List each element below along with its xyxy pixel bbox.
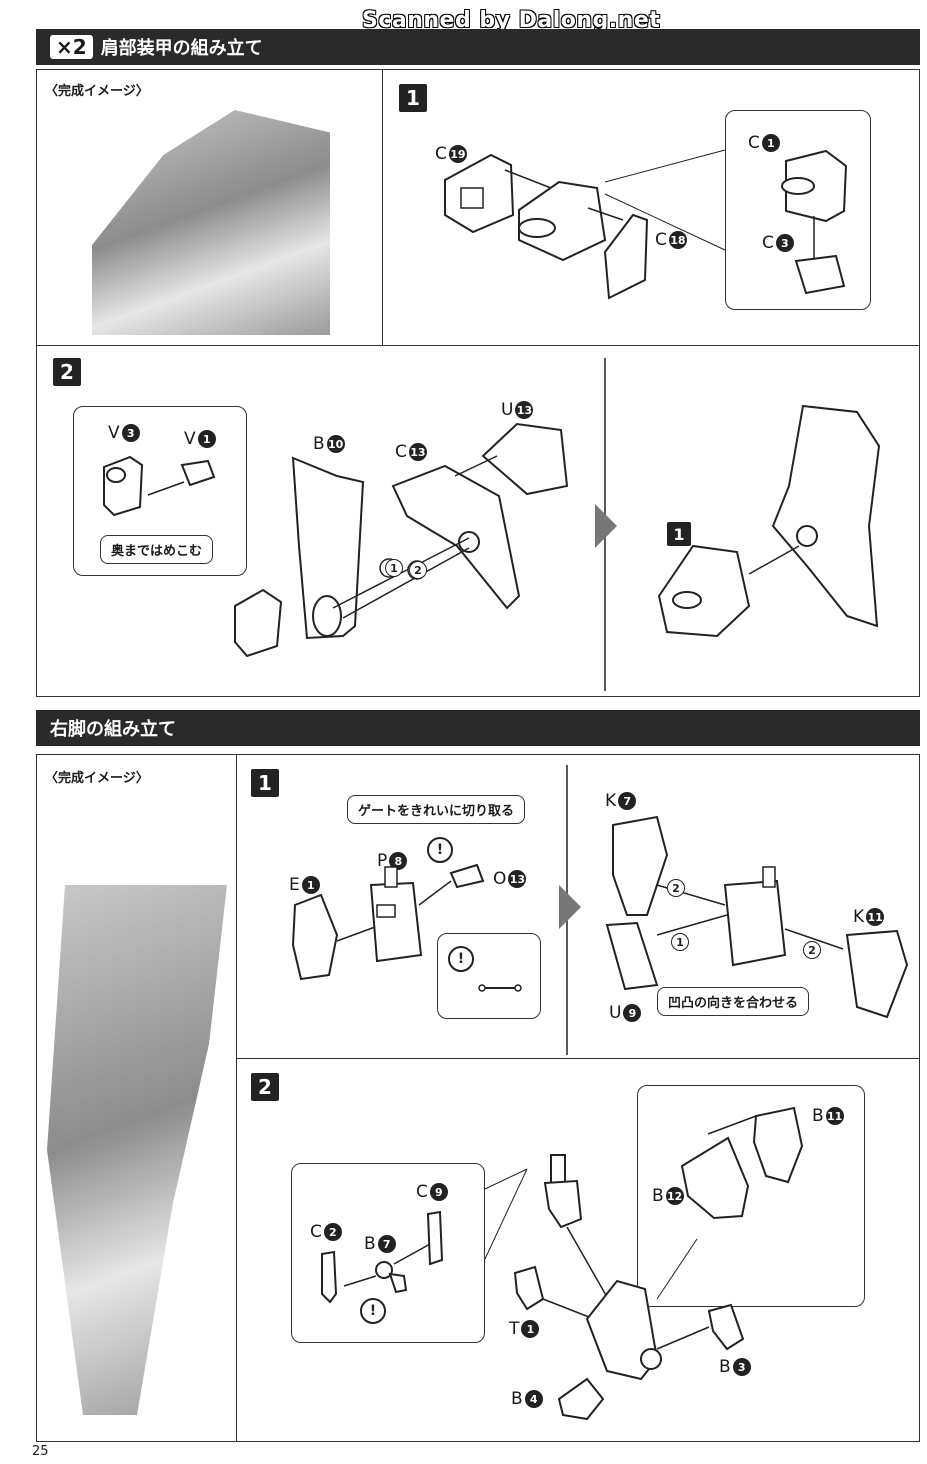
step-number: 1: [251, 769, 279, 797]
page-number: 25: [32, 1444, 49, 1459]
step-number: 1: [399, 84, 427, 112]
watermark: Scanned by Dalong.net: [362, 8, 661, 33]
step2-parts-drawing: [234, 358, 881, 691]
warning-icon: !: [427, 837, 453, 863]
callout-clean-gate: ゲートをきれいに切り取る: [347, 795, 526, 824]
v-parts-drawing: [103, 455, 216, 517]
completion-image-label: 〈完成イメージ〉: [45, 771, 149, 786]
step-number: 2: [251, 1073, 279, 1101]
detail-parts-drawing: [680, 1106, 804, 1220]
ref-step-number: 1: [667, 522, 691, 546]
multiplier-badge: ×2: [50, 35, 93, 59]
order-marker: 2: [803, 941, 821, 959]
section-title: 肩部装甲の組み立て: [100, 38, 263, 59]
callout-align-notch: 凹凸の向きを合わせる: [657, 987, 810, 1016]
order-marker: 2: [409, 561, 427, 579]
section-title: 右脚の組み立て: [50, 719, 176, 740]
section-header-right-leg: 右脚の組み立て: [36, 710, 920, 746]
warning-icon: !: [448, 946, 474, 972]
completion-image-label: 〈完成イメージ〉: [45, 84, 149, 99]
warning-icon: !: [360, 1298, 386, 1324]
section-header-shoulder: ×2 肩部装甲の組み立て: [36, 29, 920, 65]
result-arrow-icon: [559, 885, 581, 929]
detail-parts-drawing: [321, 1210, 444, 1304]
gate-detail-subpanel: !: [437, 933, 541, 1019]
order-marker: 1: [385, 559, 403, 577]
step1-parts-drawing: [444, 149, 726, 300]
completion-image-panel: 〈完成イメージ〉: [36, 754, 238, 1442]
completion-image-panel: 〈完成イメージ〉: [36, 69, 384, 346]
shoulder-photo: [92, 110, 330, 335]
gate-detail-drawing: [478, 984, 522, 992]
order-marker: 1: [671, 933, 689, 951]
step-number: 2: [53, 358, 81, 386]
detail-parts-drawing: [781, 149, 848, 295]
order-marker: 2: [667, 879, 685, 897]
result-arrow-icon: [595, 504, 617, 548]
leg-photo: [47, 885, 227, 1415]
callout-press-in: 奥まではめこむ: [100, 535, 214, 564]
step2-leg-parts-drawing: [484, 1154, 745, 1421]
